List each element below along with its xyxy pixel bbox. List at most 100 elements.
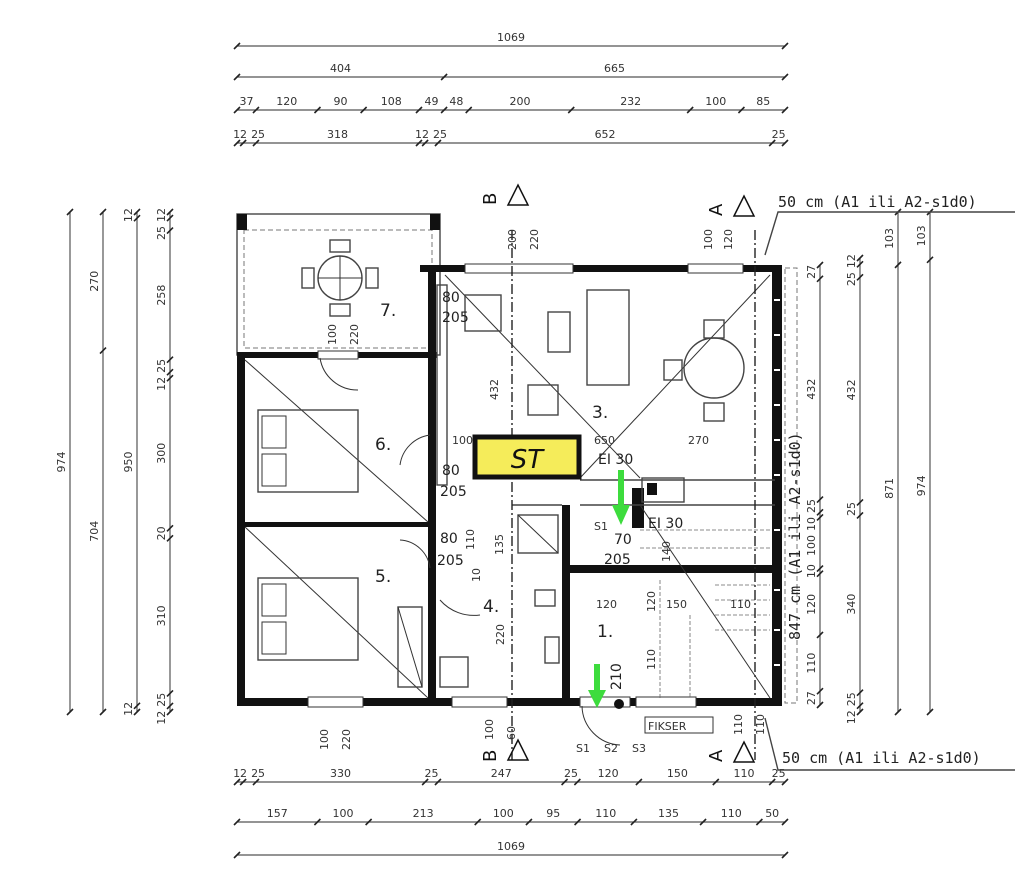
dimension-label: 25 — [564, 767, 578, 780]
dimension-label: 110 — [595, 807, 616, 820]
dimension-label: 90 — [334, 95, 348, 108]
dimension-label: 110 — [721, 807, 742, 820]
dimension-tick — [781, 73, 789, 81]
dimension-tick — [166, 208, 174, 216]
dimension-tick — [239, 778, 247, 786]
dimension-label: 258 — [155, 285, 168, 306]
dimension-label: 25 — [425, 767, 439, 780]
sofa-icon — [586, 289, 630, 386]
dimension-tick — [313, 106, 322, 114]
desk-chair-icon — [464, 294, 502, 332]
dimension-tick — [99, 347, 107, 355]
dimension-label: 25 — [772, 128, 786, 141]
dimension-label: 12 — [845, 254, 858, 268]
dimension-tick — [133, 708, 141, 716]
dimension-tick — [99, 708, 107, 716]
shower-icon — [517, 514, 559, 554]
svg-text:50 cm (A1 ili A2-s1d0): 50 cm (A1 ili A2-s1d0) — [782, 749, 981, 767]
dimension-label: 135 — [658, 807, 679, 820]
dimension-tick — [415, 106, 423, 114]
fire-note-bottom: 50 cm (A1 ili A2-s1d0) — [764, 717, 1015, 771]
dimension-tick — [856, 273, 864, 281]
svg-text:205: 205 — [437, 553, 464, 569]
svg-text:110: 110 — [754, 714, 767, 735]
svg-text:FIKSER: FIKSER — [648, 720, 687, 733]
dimension-tick — [66, 708, 74, 716]
dimension-tick — [894, 708, 902, 716]
dimension-label: 270 — [88, 271, 101, 292]
room-number-7: 7. — [380, 301, 396, 321]
dimension-tick — [856, 702, 864, 710]
bed-icon — [257, 409, 359, 493]
fire-note-side: 847 cm (A1 ili A2-s1d0) — [786, 432, 804, 640]
dimension-label: 120 — [598, 767, 619, 780]
section-marker-b-top: B — [480, 183, 530, 206]
dimension-label: 232 — [620, 95, 641, 108]
dimension-tick — [166, 368, 174, 376]
dimension-tick — [712, 778, 720, 786]
svg-text:50 cm (A1 ili A2-s1d0): 50 cm (A1 ili A2-s1d0) — [778, 193, 977, 211]
dimension-tick — [525, 818, 533, 826]
dimension-label: 108 — [381, 95, 402, 108]
svg-text:220: 220 — [494, 624, 507, 645]
room-number-4: 4. — [483, 597, 499, 617]
dimension-tick — [816, 495, 824, 504]
dimension-label: 110 — [733, 767, 754, 780]
svg-text:205: 205 — [440, 484, 467, 500]
dimension-tick — [166, 524, 174, 532]
dimension-tick — [440, 106, 448, 114]
dimension-tick — [856, 498, 864, 507]
dimension-tick — [635, 778, 643, 786]
dimension-label: 1069 — [497, 31, 525, 44]
svg-text:EI 30: EI 30 — [598, 452, 633, 468]
dimension-tick — [561, 778, 569, 786]
svg-text:80: 80 — [442, 290, 460, 306]
dimension-label: 12 — [155, 711, 168, 725]
dimension-tick — [781, 139, 789, 147]
dimension-label: 213 — [413, 807, 434, 820]
dimension-tick — [252, 778, 260, 786]
svg-text:100: 100 — [452, 434, 473, 447]
svg-text:80: 80 — [442, 463, 460, 479]
bed-icon — [257, 577, 359, 661]
dimension-label: 12 — [233, 767, 247, 780]
dimension-tick — [233, 139, 241, 147]
fire-note-top: 50 cm (A1 ili A2-s1d0) — [764, 193, 1015, 256]
section-marker-a-top: A — [706, 194, 756, 217]
svg-text:A: A — [706, 203, 727, 216]
svg-text:EI 30: EI 30 — [648, 516, 683, 532]
dimension-label: 665 — [604, 62, 625, 75]
dimension-label: 310 — [155, 605, 168, 626]
dimension-tick — [856, 511, 864, 520]
dimension-tick — [781, 106, 789, 114]
dimension-tick — [755, 818, 763, 826]
terrace-table-icon — [301, 239, 379, 317]
room-number-6: 6. — [375, 435, 391, 455]
svg-text:100: 100 — [483, 719, 496, 740]
dimension-tick — [816, 261, 824, 269]
plan-labels: 80 205 80 205 80 205 100 220 200 220 100… — [318, 229, 767, 755]
dimension-tick — [434, 139, 442, 147]
svg-text:A: A — [706, 749, 727, 762]
dimension-tick — [737, 106, 745, 114]
dimension-tick — [781, 851, 789, 859]
coffee-table-icon — [547, 311, 571, 353]
dimension-label: 20 — [155, 526, 168, 540]
svg-text:100: 100 — [326, 324, 339, 345]
dimension-tick — [816, 701, 824, 709]
dimension-tick — [133, 214, 141, 222]
dimension-label: 432 — [805, 379, 818, 400]
dimension-tick — [474, 818, 482, 826]
svg-text:220: 220 — [340, 729, 353, 750]
dimension-label: 25 — [155, 359, 168, 373]
dimension-tick — [781, 42, 789, 50]
dimension-label: 12 — [122, 208, 135, 222]
svg-text:80: 80 — [440, 531, 458, 547]
washing-machine-icon — [439, 656, 469, 688]
dimension-tick — [313, 818, 321, 826]
dimension-tick — [239, 139, 247, 147]
svg-text:270: 270 — [688, 434, 709, 447]
svg-text:120: 120 — [596, 598, 617, 611]
dimension-label: 120 — [276, 95, 297, 108]
